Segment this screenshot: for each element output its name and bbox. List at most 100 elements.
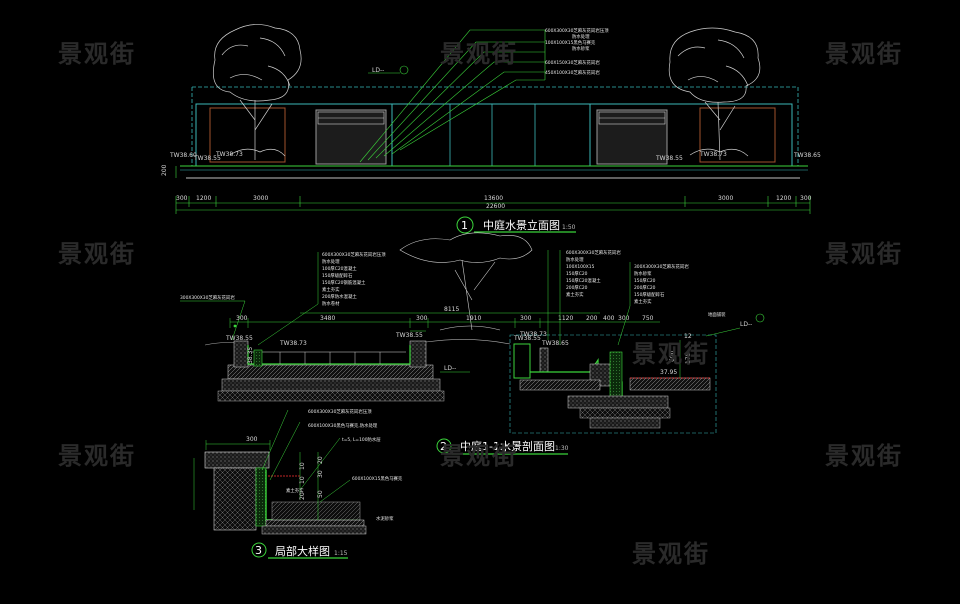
elev-right-in2: TW38.73 [699,151,727,158]
sec-note-ra3: 100X100X15 [566,264,595,270]
sec-note-l5: 150厚C20钢筋混凝土 [322,279,366,286]
sec-note-l8: 防水卷材 [322,300,340,307]
sec-note-rb1: 300X300X30芝麻灰花岗岩 [634,263,689,270]
sec-note-l6: 素土夯实 [322,286,340,293]
sec-elev-b: TW38.73 [279,340,307,347]
sec-note-l7: 200厚防水混凝土 [322,293,357,300]
detail-vdim-4: 10 [299,462,306,470]
detail-note-1: 600X300X30芝麻灰花岗岩压顶 [308,408,372,415]
sec-vdim-1: 12 [684,333,692,340]
elev-left-inner: TW38.55 [193,155,221,162]
elev-note-1: 600X300X30芝麻灰花岗岩压顶 [545,27,609,34]
detail-bottom-label: 素土夯实 [286,487,304,494]
sec-elev-d: TW38.55 [513,335,541,342]
sec-ld-left: LD-- [444,365,456,372]
drawing2-scale: 1:30 [555,445,569,452]
elev-dim-2: 1200 [196,195,211,202]
drawing3-number: 3 [255,544,262,557]
detail-note-3: t=5, L=100防水层 [342,436,381,443]
sec-ld-right: LD-- [740,321,752,328]
sec-note-rb6: 素土夯实 [634,298,652,305]
elev-note-4: 防水砂浆 [572,45,590,52]
sec-note-ra2: 防水处理 [566,256,584,263]
sec-dim-l2: 3480 [320,315,335,322]
sec-elev-e: TW38.65 [541,340,569,347]
elev-left-outer: TW38.60 [169,152,197,159]
elev-dim-1: 300 [176,195,188,202]
sec-elev-a: TW38.55 [225,335,253,342]
detail-vdim-1: 20 [317,456,324,464]
elev-dim-5: 3000 [718,195,733,202]
title-1-circle-icon [456,216,474,234]
sec-note-ra4: 150厚C20 [566,271,588,277]
section-tree-icon [399,232,533,331]
elevation-leaders [359,29,546,163]
sec-vdim-3: 175 [685,352,692,364]
elevation-drawing: TW38.60 TW38.55 TW38.73 TW38.55 TW38.73 … [161,24,821,234]
tree-left-icon [212,24,302,160]
sec-note-top: 300X300X30芝麻灰花岗岩 [180,294,235,301]
detail-dim-top: 300 [246,436,258,443]
drawing2-title: 中庭1-1水景剖面图 [460,439,555,453]
sec-dim-l3: 300 [416,315,428,322]
drawing3-title: 局部大样图 [275,544,330,558]
sec-dim-r2: 300 [520,315,532,322]
drawing1-scale: 1:50 [562,224,576,231]
detail-vdim-6: 20 [299,492,306,500]
elev-height-dim: 200 [161,164,168,176]
title-2-circle-icon [436,438,452,454]
sec-note-l2: 防水处理 [322,258,340,265]
elev-dim-total: 22600 [486,203,505,210]
elev-dim-3: 3000 [253,195,268,202]
sec-elev-f: TW38.73 [519,331,547,338]
detail-drawing: 300 600X300X30芝麻灰花岗岩压顶 600X100X30黑色马赛克,防… [193,408,403,559]
sec-note-l1: 600X300X30芝麻灰花岗岩压顶 [322,251,386,258]
elev-note-2: 防水处理 [572,33,590,40]
detail-note-4: 600X100X15黑色马赛克 [352,475,403,482]
sec-note-rb5: 150厚级配碎石 [634,291,665,298]
sec-dim-r3: 1120 [558,315,573,322]
sec-elev-small: 38.35 [247,347,254,364]
tree-right-icon [668,27,761,161]
sec-note-rb2: 防水砂浆 [634,270,652,277]
title-3-circle-icon [251,542,267,558]
sec-note-l4: 150厚级配碎石 [322,272,353,279]
sec-elev-c: TW38.55 [395,332,423,339]
elev-dim-6: 1200 [776,195,791,202]
elevation-dim-chain [175,196,811,214]
drawing2-number: 2 [440,440,447,453]
drawing1-title: 中庭水景立面图 [483,218,560,232]
sec-note-l3: 100厚C20混凝土 [322,265,357,272]
sec-note-ra6: 200厚C20 [566,285,588,291]
elev-dim-4: 13600 [484,195,503,202]
sec-dim-r5: 400 [603,315,615,322]
section-drawing: 600X300X30芝麻灰花岗岩压顶 防水处理 100厚C20混凝土 150厚级… [180,232,765,455]
elev-note-5: 600X150X30芝麻灰花岗岩 [545,59,600,66]
elev-note-3: 100X100X15黑色马赛克 [545,39,596,46]
sec-note-rb4: 200厚C20 [634,285,656,291]
elev-left-in2: TW38.73 [215,151,243,158]
sec-dim-r6: 300 [618,315,630,322]
sec-dim-r7: 750 [642,315,654,322]
elev-ld-tag: LD-- [372,67,384,74]
detail-side-label: 水泥砂浆 [376,515,394,522]
detail-vdim-5: 10 [299,476,306,484]
sec-dim-r4: 200 [586,315,598,322]
sec-note-rb3: 150厚C20 [634,278,656,284]
marker-dot-icon [233,324,237,328]
sec-note-ra5: 150厚C20混凝土 [566,277,601,284]
sec-dim-l1: 300 [236,315,248,322]
ld-tag-circle-icon [399,65,409,75]
sec-dim-mid: 8115 [444,306,459,313]
elev-note-6: 450X100X30芝麻灰花岗岩 [545,69,600,76]
svg-text:地面铺装: 地面铺装 [708,311,726,318]
elev-dim-7: 300 [800,195,812,202]
elev-right-inner: TW38.55 [655,155,683,162]
detail-vdim-3: 50 [317,490,324,498]
sec-vdim-2: 600 [669,350,676,362]
sec-dim-r1: 1910 [466,315,481,322]
sec-note-ra1: 600X300X30芝麻灰花岗岩 [566,249,621,256]
ld-right-circle-icon [755,313,765,323]
drawing3-scale: 1:15 [334,550,348,557]
